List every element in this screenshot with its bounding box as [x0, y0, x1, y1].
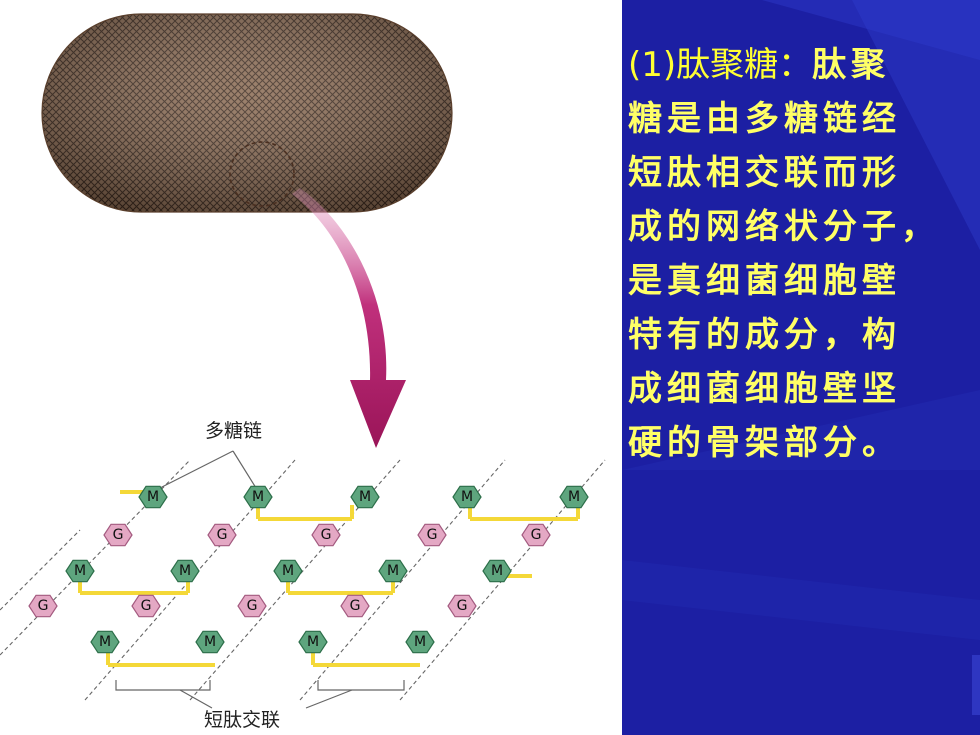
unit-label-m: M [387, 563, 399, 579]
glucosamine-unit: G [28, 594, 58, 618]
text-panel: (1)肽聚糖：肽聚 糖是由多糖链经 短肽相交联而形 成的网络状分子， 是真细菌细… [622, 0, 980, 735]
unit-label-m: M [568, 489, 580, 505]
body-line-4: 成的网络状分子， [628, 207, 940, 247]
unit-label-g: G [217, 527, 228, 543]
glucosamine-unit: G [103, 523, 133, 547]
definition-line-1: (1)肽聚糖：肽聚 [628, 38, 980, 92]
unit-label-g: G [113, 527, 124, 543]
unit-label-m: M [461, 489, 473, 505]
glucosamine-unit: G [207, 523, 237, 547]
peptidoglycan-diagram: 多糖链 M M M M M G G G G G M M M M M G G G G G M M M M 短肽交联 [0, 13, 606, 731]
unit-label-g: G [38, 598, 49, 614]
muramic-acid-unit: M [90, 630, 120, 654]
unit-label-m: M [252, 489, 264, 505]
muramic-acid-unit: M [452, 485, 482, 509]
glucosamine-unit: G [340, 594, 370, 618]
glucosamine-unit: G [447, 594, 477, 618]
panel-background [622, 0, 980, 715]
glucosamine-unit: G [237, 594, 267, 618]
muramic-acid-unit: M [482, 559, 512, 583]
crosslink-pointer [179, 689, 353, 709]
unit-label-m: M [147, 489, 159, 505]
unit-label-m: M [179, 563, 191, 579]
body-line-3: 短肽相交联而形 [628, 153, 901, 193]
crosslink-bracket-right [317, 680, 405, 691]
unit-label-m: M [99, 634, 111, 650]
glycan-chain [0, 529, 81, 611]
zoom-arrow [292, 188, 406, 448]
unit-label-m: M [359, 489, 371, 505]
crosslink-label: 短肽交联 [204, 709, 280, 731]
polysaccharide-label: 多糖链 [205, 420, 262, 442]
body-line-5: 是真细菌细胞壁 [628, 261, 901, 301]
unit-label-g: G [427, 527, 438, 543]
unit-label-m: M [282, 563, 294, 579]
unit-label-m: M [491, 563, 503, 579]
muramic-acid-unit: M [378, 559, 408, 583]
body-line-8: 硬的骨架部分。 [628, 423, 901, 463]
sugar-units: M M M M M G G G G G M M M M M G G G G G M M M M [28, 485, 589, 654]
diagram-panel: 多糖链 M M M M M G G G G G M M M M M G G G G G M M M M 短肽交联 [0, 13, 606, 731]
muramic-acid-unit: M [243, 485, 273, 509]
heading-term: 肽聚糖： [676, 45, 813, 85]
unit-label-m: M [74, 563, 86, 579]
muramic-acid-unit: M [350, 485, 380, 509]
definition-text: (1)肽聚糖：肽聚 糖是由多糖链经 短肽相交联而形 成的网络状分子， 是真细菌细… [628, 38, 980, 470]
heading-number: (1) [628, 45, 677, 85]
zoom-circle [229, 141, 295, 207]
muramic-acid-unit: M [559, 485, 589, 509]
glucosamine-unit: G [311, 523, 341, 547]
unit-label-g: G [141, 598, 152, 614]
glucosamine-unit: G [521, 523, 551, 547]
muramic-acid-unit: M [138, 485, 168, 509]
muramic-acid-unit: M [170, 559, 200, 583]
muramic-acid-unit: M [195, 630, 225, 654]
unit-label-m: M [204, 634, 216, 650]
unit-label-g: G [247, 598, 258, 614]
muramic-acid-unit: M [405, 630, 435, 654]
unit-label-g: G [457, 598, 468, 614]
body-line-7: 成细菌细胞壁坚 [628, 369, 901, 409]
glycan-chain [299, 459, 506, 701]
body-line-6: 特有的成分，构 [628, 315, 901, 355]
glucosamine-unit: G [131, 594, 161, 618]
body-line-2: 糖是由多糖链经 [628, 99, 901, 139]
muramic-acid-unit: M [298, 630, 328, 654]
glucosamine-unit: G [417, 523, 447, 547]
glycan-chains [0, 459, 606, 701]
polysaccharide-pointer [159, 450, 257, 489]
unit-label-g: G [321, 527, 332, 543]
body-line-1: 肽聚 [812, 45, 891, 85]
unit-label-g: G [350, 598, 361, 614]
muramic-acid-unit: M [273, 559, 303, 583]
crosslink-bracket-left [115, 680, 211, 691]
muramic-acid-unit: M [65, 559, 95, 583]
unit-label-g: G [531, 527, 542, 543]
unit-label-m: M [414, 634, 426, 650]
unit-label-m: M [307, 634, 319, 650]
bacterium-cell [41, 13, 453, 213]
